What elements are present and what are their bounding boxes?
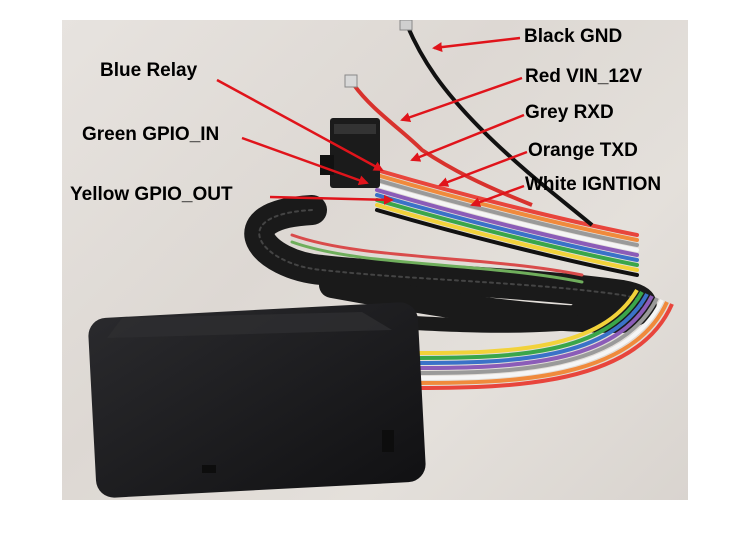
device-photo: Black GND Red VIN_12V Grey RXD Orange TX… [62, 20, 688, 500]
black-gnd-wire [405, 24, 594, 227]
label-yellow-gpio-out: Yellow GPIO_OUT [70, 184, 233, 205]
label-blue-relay: Blue Relay [100, 60, 198, 81]
arrow-yellow-gpio-out [269, 194, 394, 205]
arrow-black-gnd [432, 36, 521, 53]
photo-scene [88, 20, 674, 498]
red-wire-terminal [344, 74, 358, 88]
ribbon-to-device [416, 288, 674, 390]
label-green-gpio-in: Green GPIO_IN [82, 124, 220, 145]
black-wire-terminal [399, 20, 413, 31]
tracker-device [88, 302, 426, 498]
wire-connector [320, 118, 380, 188]
label-black-gnd: Black GND [524, 26, 623, 47]
arrow-red-vin [400, 76, 523, 123]
label-grey-rxd: Grey RXD [525, 102, 614, 123]
label-orange-txd: Orange TXD [528, 140, 638, 161]
label-white-ignition: White IGNTION [525, 174, 662, 195]
arrow-grey-rxd [410, 113, 525, 162]
wire-bundle [375, 168, 639, 277]
arrow-orange-txd [438, 150, 528, 187]
arrow-green-gpio-in [241, 136, 369, 185]
label-red-vin: Red VIN_12V [525, 66, 643, 87]
red-vin-wire [352, 83, 533, 207]
arrow-white-ignition [470, 184, 525, 207]
arrow-blue-relay [216, 78, 384, 172]
annotation-arrows [216, 36, 528, 207]
